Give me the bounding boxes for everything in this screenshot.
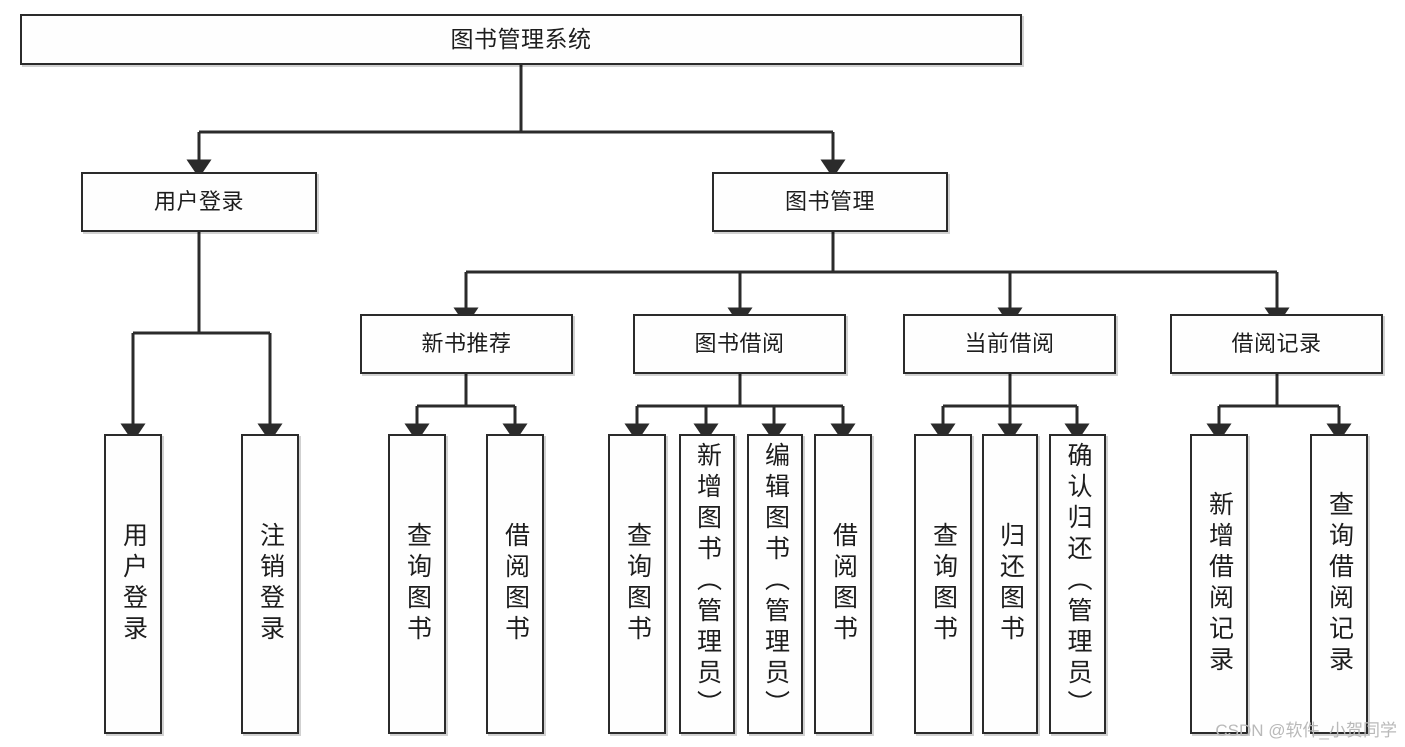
node-label: 图书借阅: [694, 331, 785, 356]
node-leaf-query-book-1[interactable]: 查询图书: [388, 434, 446, 734]
node-label: 借阅记录: [1231, 331, 1322, 356]
node-label: 借阅图书: [501, 522, 530, 646]
node-leaf-query-book-3[interactable]: 查询图书: [914, 434, 972, 734]
node-label: 查询图书: [929, 522, 958, 646]
node-leaf-query-record[interactable]: 查询借阅记录: [1310, 434, 1368, 734]
node-label: 注销登录: [256, 522, 285, 646]
node-label: 新书推荐: [421, 331, 512, 356]
node-user-login[interactable]: 用户登录: [81, 172, 317, 232]
node-label: 图书管理: [784, 189, 875, 214]
node-label: 新增借阅记录: [1205, 491, 1234, 677]
node-current-borrow[interactable]: 当前借阅: [903, 314, 1116, 374]
node-label: 查询图书: [623, 522, 652, 646]
node-label: 借阅图书: [829, 522, 858, 646]
node-borrow-records[interactable]: 借阅记录: [1170, 314, 1383, 374]
node-leaf-edit-book[interactable]: 编辑图书（管理员）: [747, 434, 803, 734]
node-label: 查询借阅记录: [1325, 491, 1354, 677]
node-leaf-logout[interactable]: 注销登录: [241, 434, 299, 734]
node-book-manage[interactable]: 图书管理: [712, 172, 948, 232]
node-label: 新增图书（管理员）: [693, 442, 722, 721]
node-leaf-add-book[interactable]: 新增图书（管理员）: [679, 434, 735, 734]
node-leaf-confirm-return[interactable]: 确认归还（管理员）: [1049, 434, 1106, 734]
node-leaf-borrow-book-2[interactable]: 借阅图书: [814, 434, 872, 734]
node-label: 编辑图书（管理员）: [761, 442, 790, 721]
node-label: 归还图书: [996, 522, 1025, 646]
node-label: 当前借阅: [964, 331, 1055, 356]
node-root[interactable]: 图书管理系统: [20, 14, 1022, 65]
node-label: 查询图书: [403, 522, 432, 646]
node-leaf-user-login[interactable]: 用户登录: [104, 434, 162, 734]
node-leaf-query-book-2[interactable]: 查询图书: [608, 434, 666, 734]
node-leaf-borrow-book-1[interactable]: 借阅图书: [486, 434, 544, 734]
node-borrow[interactable]: 图书借阅: [633, 314, 846, 374]
node-leaf-return-book[interactable]: 归还图书: [982, 434, 1038, 734]
node-leaf-add-record[interactable]: 新增借阅记录: [1190, 434, 1248, 734]
node-new-book[interactable]: 新书推荐: [360, 314, 573, 374]
node-label: 确认归还（管理员）: [1064, 442, 1092, 721]
node-label: 用户登录: [119, 522, 148, 646]
csdn-watermark: CSDN @软件_小贺同学: [1215, 721, 1397, 740]
node-label: 图书管理系统: [450, 26, 592, 52]
node-label: 用户登录: [153, 189, 244, 214]
